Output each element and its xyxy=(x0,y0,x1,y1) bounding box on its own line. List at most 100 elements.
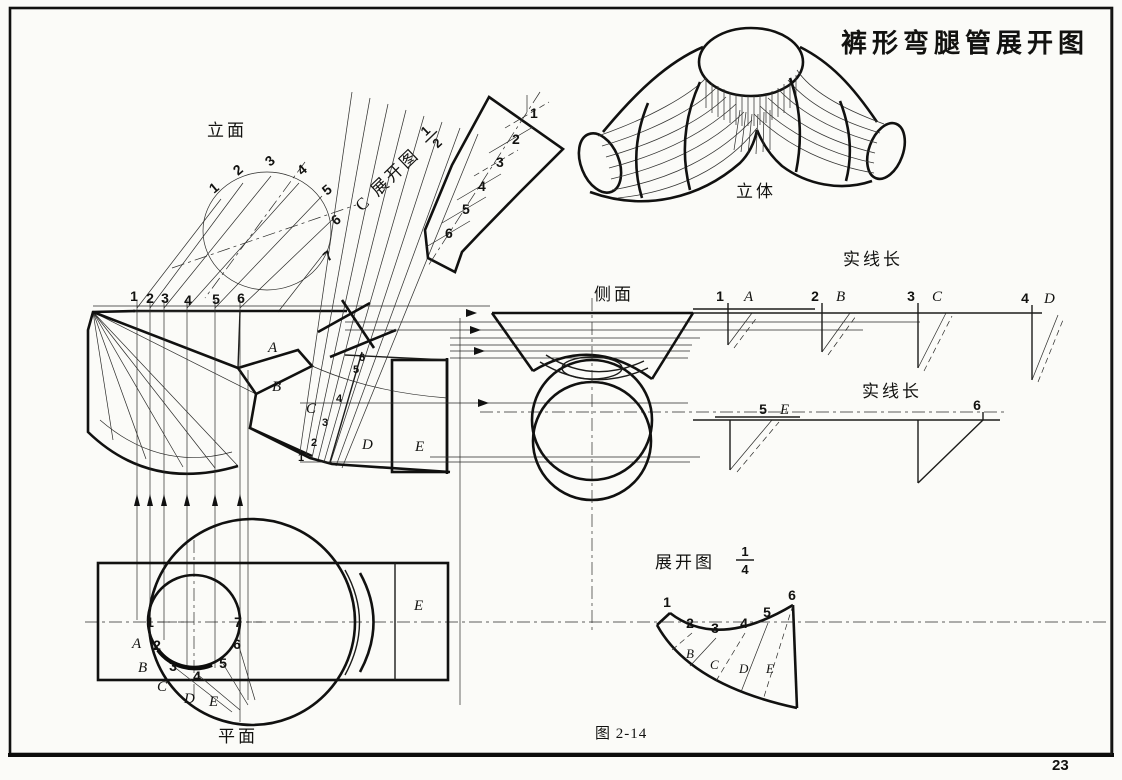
plan-number-1: 1 xyxy=(146,614,154,630)
band-letters: A B C D E xyxy=(267,340,424,455)
elevation-left-leg: 1 2 3 4 5 6 xyxy=(86,288,490,476)
quarter-development-letters: B C D E xyxy=(686,646,774,676)
plan-letter-B: B xyxy=(138,660,147,676)
qd-letter-D: D xyxy=(738,661,749,676)
quarter-development-label: 展开图 1 4 xyxy=(655,544,754,577)
band-letter-A: A xyxy=(267,340,278,356)
elevation-end-ellipse: 1 2 3 4 5 6 7 xyxy=(136,152,357,313)
ellipse-number-5: 5 xyxy=(319,181,335,198)
band-number-4: 4 xyxy=(336,393,343,405)
tl-lower-station-5: 5 E xyxy=(729,401,789,473)
band-number-3: 3 xyxy=(322,417,328,429)
qd-number-4: 4 xyxy=(740,615,748,631)
crotch-hatching xyxy=(733,109,771,155)
band-letter-D: D xyxy=(361,437,373,453)
tl-number-3: 3 xyxy=(907,288,915,304)
plan-letter-E: E xyxy=(208,694,218,710)
leg-outline xyxy=(86,309,239,476)
true-length-upper-label: 实线长 xyxy=(843,250,903,269)
tl-letter-E: E xyxy=(779,402,789,418)
strip-number-5: 5 xyxy=(462,201,470,217)
left-leg-joint-curve-2 xyxy=(683,81,702,191)
plan-number-7: 7 xyxy=(234,614,242,630)
tl-number-6: 6 xyxy=(973,397,981,413)
ellipse-number-1: 1 xyxy=(206,179,222,196)
elevation-generators xyxy=(136,175,334,313)
true-length-lower: 5 E 6 xyxy=(715,397,984,484)
baseline-number-3: 3 xyxy=(161,290,169,306)
quarter-development-ribs xyxy=(671,604,794,701)
qd-letter-E: E xyxy=(765,661,774,676)
solid-pictorial xyxy=(577,26,907,203)
band-letter-C: C xyxy=(306,401,317,417)
plan-letter-A: A xyxy=(131,636,142,652)
true-length-lower-label: 实线长 xyxy=(862,382,922,401)
plan-letter-C: C xyxy=(157,679,168,695)
plan-view-label: 平面 xyxy=(218,727,258,746)
plan-view: 1 2 3 4 5 6 7 A B C D E E xyxy=(85,517,1110,727)
elevation-ellipse-numbers: 1 2 3 4 5 6 7 xyxy=(206,152,344,264)
qd-number-2: 2 xyxy=(686,615,694,631)
qd-number-3: 3 xyxy=(711,620,719,636)
side-view-label: 侧面 xyxy=(594,285,634,304)
tl-letter-B: B xyxy=(836,289,845,305)
strip-number-3: 3 xyxy=(496,154,504,170)
tl-lower-station-6: 6 xyxy=(917,397,984,484)
tl-number-2: 2 xyxy=(811,288,819,304)
plan-letter-D: D xyxy=(183,691,195,707)
pipe-c-band xyxy=(299,91,479,469)
c-development-strip: 1 2 3 4 5 6 xyxy=(423,91,566,274)
baseline-number-2: 2 xyxy=(146,290,154,306)
strip-number-1: 1 xyxy=(530,105,538,121)
strip-number-4: 4 xyxy=(478,178,486,194)
tl-upper-station-2: 2 B xyxy=(811,288,857,356)
fan-lines xyxy=(92,310,257,469)
quarter-development-label-text: 展开图 xyxy=(655,553,715,572)
leg-inner-arc xyxy=(99,419,233,458)
qd-letter-C: C xyxy=(710,657,719,672)
ellipse-number-6: 6 xyxy=(328,211,344,228)
figure-caption: 图 2-14 xyxy=(595,725,647,742)
band-number-5: 5 xyxy=(353,364,359,376)
qd-number-1: 1 xyxy=(663,594,671,610)
right-leg-joint-curve-2 xyxy=(788,77,802,173)
strip-number-2: 2 xyxy=(512,131,520,147)
tl-number-1: 1 xyxy=(716,288,724,304)
pipe-c-joints xyxy=(317,299,397,359)
plan-number-3: 3 xyxy=(169,658,177,674)
plan-number-2: 2 xyxy=(153,637,161,653)
middle-band: A B C D E 1 2 3 4 5 6 xyxy=(249,340,451,474)
elevation-baseline-numbers: 1 2 3 4 5 6 xyxy=(130,288,245,308)
plan-number-6: 6 xyxy=(233,636,241,652)
baseline-number-6: 6 xyxy=(237,290,245,306)
vertical-projection-lines xyxy=(134,318,461,722)
c-development-label: C 展开图 1 2 xyxy=(352,123,445,215)
plan-number-5: 5 xyxy=(219,655,227,671)
tl-upper-station-4: 4 D xyxy=(1021,290,1064,383)
qd-number-6: 6 xyxy=(788,587,796,603)
right-arrowheads xyxy=(466,309,489,407)
band-letter-E: E xyxy=(414,439,424,455)
tl-number-5: 5 xyxy=(759,401,767,417)
tl-upper-station-1: 1 A xyxy=(716,288,759,349)
plan-number-4: 4 xyxy=(193,668,201,684)
quarter-development: 1 2 3 4 5 6 B C D E xyxy=(655,587,799,710)
strip-numbers: 1 2 3 4 5 6 xyxy=(445,105,538,241)
baseline-number-1: 1 xyxy=(130,288,138,304)
quarter-development-numbers: 1 2 3 4 5 6 xyxy=(663,587,796,636)
up-arrowheads xyxy=(134,494,243,506)
qd-letter-B: B xyxy=(686,646,694,661)
band-number-6: 6 xyxy=(359,352,365,364)
horizontal-projection-lines xyxy=(300,321,920,463)
page-number: 23 xyxy=(1052,757,1069,774)
qd-number-5: 5 xyxy=(763,604,771,620)
strip-rungs xyxy=(425,95,550,248)
solid-view-label: 立体 xyxy=(736,182,776,201)
true-length-upper: 1 A 2 B 3 C 4 D xyxy=(693,288,1064,383)
band-number-1: 1 xyxy=(298,452,304,464)
right-leg-joint-curve xyxy=(838,100,852,182)
tl-upper-station-3: 3 C xyxy=(907,288,953,372)
band-letter-B: B xyxy=(272,379,281,395)
page-title: 裤形弯腿管展开图 xyxy=(841,28,1089,58)
left-leg-joint-curve xyxy=(634,102,650,199)
